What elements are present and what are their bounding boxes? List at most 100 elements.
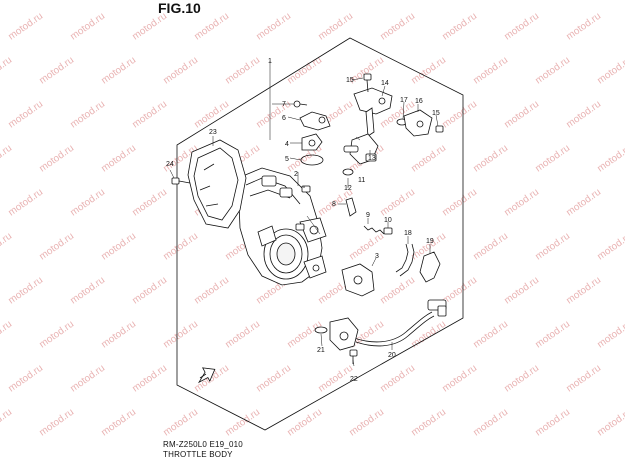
watermark-text: motod.ru: [595, 231, 625, 263]
watermark-text: motod.ru: [595, 143, 625, 175]
watermark-text: motod.ru: [0, 319, 14, 351]
watermark-text: motod.ru: [130, 275, 169, 307]
callout-15-top: 15: [346, 77, 354, 84]
screw-7: [293, 100, 308, 108]
watermark-text: motod.ru: [37, 143, 76, 175]
watermark-text: motod.ru: [564, 275, 603, 307]
bracket-6: [299, 111, 331, 131]
watermark-text: motod.ru: [192, 275, 231, 307]
watermark-text: motod.ru: [285, 407, 324, 439]
wire-harness-20: [353, 299, 447, 347]
figure-title: FIG.10: [158, 0, 201, 16]
hose-19: [419, 251, 441, 283]
watermark-text: motod.ru: [192, 363, 231, 395]
fitting-16: [403, 109, 433, 137]
watermark-text: motod.ru: [440, 187, 479, 219]
watermark-text: motod.ru: [378, 275, 417, 307]
callout-16: 16: [415, 98, 423, 105]
watermark-text: motod.ru: [502, 187, 541, 219]
watermark-text: motod.ru: [347, 407, 386, 439]
callout-7: 7: [282, 101, 286, 108]
watermark-text: motod.ru: [471, 407, 510, 439]
callout-13: 13: [368, 155, 376, 162]
watermark-text: motod.ru: [130, 99, 169, 131]
watermark-text: motod.ru: [378, 187, 417, 219]
adjuster-8: [345, 197, 357, 217]
diagram-code: RM-Z250L0 E19_010: [163, 440, 243, 449]
callout-17: 17: [400, 97, 408, 104]
throttle-body-housing: [237, 167, 327, 286]
watermark-text: motod.ru: [68, 11, 107, 43]
watermark-text: motod.ru: [6, 275, 45, 307]
screw-24: [171, 177, 191, 185]
watermark-text: motod.ru: [533, 143, 572, 175]
watermark-text: motod.ru: [564, 11, 603, 43]
watermark-text: motod.ru: [254, 363, 293, 395]
watermark-text: motod.ru: [130, 11, 169, 43]
watermark-text: motod.ru: [564, 99, 603, 131]
callout-21: 21: [317, 347, 325, 354]
watermark-text: motod.ru: [0, 407, 14, 439]
watermark-text: motod.ru: [533, 55, 572, 87]
sensor-4: [301, 133, 323, 151]
intake-duct: [187, 139, 247, 229]
watermark-text: motod.ru: [285, 319, 324, 351]
screw-15-right: [435, 125, 444, 133]
watermark-text: motod.ru: [409, 407, 448, 439]
o-ring-21: [314, 326, 328, 334]
watermark-text: motod.ru: [533, 231, 572, 263]
watermark-text: motod.ru: [564, 187, 603, 219]
callout-23: 23: [209, 129, 217, 136]
watermark-text: motod.ru: [6, 187, 45, 219]
leader-lines: [169, 61, 439, 367]
watermark-text: motod.ru: [533, 407, 572, 439]
watermark-text: motod.ru: [37, 55, 76, 87]
hose-18: [395, 243, 415, 277]
watermark-text: motod.ru: [161, 231, 200, 263]
sensor-3: [341, 263, 375, 297]
callout-15-right: 15: [432, 110, 440, 117]
watermark-text: motod.ru: [440, 11, 479, 43]
screw-15-top: [363, 73, 372, 93]
callout-labels: 1 2 3 4 5 6 7 8 9 10 11 12 13 14 15 15 1…: [166, 58, 440, 383]
watermark-text: motod.ru: [0, 231, 14, 263]
watermark-text: motod.ru: [378, 11, 417, 43]
watermark-text: motod.ru: [99, 319, 138, 351]
callout-5: 5: [285, 156, 289, 163]
callout-4: 4: [285, 141, 289, 148]
watermark-text: motod.ru: [471, 55, 510, 87]
watermark-text: motod.ru: [564, 363, 603, 395]
callout-10: 10: [384, 217, 392, 224]
diagram-name: THROTTLE BODY: [163, 450, 233, 459]
callout-3: 3: [375, 253, 379, 260]
screw-2: [301, 185, 311, 193]
callout-14: 14: [381, 80, 389, 87]
watermark-text: motod.ru: [68, 99, 107, 131]
watermark-text: motod.ru: [595, 55, 625, 87]
watermark-text: motod.ru: [161, 55, 200, 87]
watermark-text: motod.ru: [6, 11, 45, 43]
watermark-text: motod.ru: [68, 363, 107, 395]
spring-9: [363, 225, 385, 235]
watermark-text: motod.ru: [440, 363, 479, 395]
callout-18: 18: [404, 230, 412, 237]
callout-20: 20: [388, 352, 396, 359]
watermark-text: motod.ru: [254, 11, 293, 43]
watermark-text: motod.ru: [68, 187, 107, 219]
watermark-text: motod.ru: [37, 319, 76, 351]
watermark-text: motod.ru: [99, 407, 138, 439]
watermark-text: motod.ru: [378, 363, 417, 395]
callout-22: 22: [350, 376, 358, 383]
watermark-text: motod.ru: [161, 407, 200, 439]
cushion-13: [365, 153, 377, 162]
watermark-text: motod.ru: [99, 143, 138, 175]
sensor-housing-20: [329, 317, 359, 351]
watermark-text: motod.ru: [254, 99, 293, 131]
plug-10: [383, 227, 393, 235]
watermark-text: motod.ru: [347, 231, 386, 263]
watermark-text: motod.ru: [502, 11, 541, 43]
watermark-text: motod.ru: [192, 11, 231, 43]
watermark-text: motod.ru: [0, 143, 14, 175]
watermark-text: motod.ru: [192, 99, 231, 131]
